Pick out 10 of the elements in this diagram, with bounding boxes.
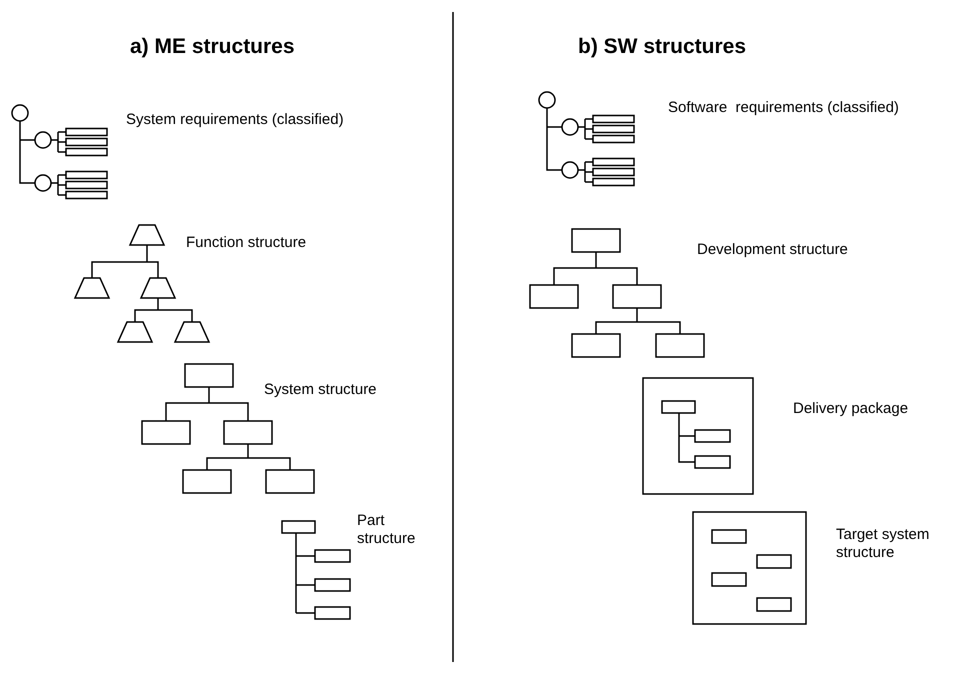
section-heading: a) ME structures xyxy=(130,35,295,59)
structure-label: Software requirements (classified) xyxy=(668,99,900,117)
structure-label: Part structure xyxy=(357,512,416,548)
structure-label: Target system structure xyxy=(836,526,930,562)
section-heading: b) SW structures xyxy=(578,35,746,59)
structure-label: Delivery package xyxy=(793,400,910,418)
structure-label: System structure xyxy=(264,381,378,399)
structure-label: System requirements (classified) xyxy=(126,111,345,129)
structure-label: Development structure xyxy=(697,241,849,259)
structure-label: Function structure xyxy=(186,234,308,252)
